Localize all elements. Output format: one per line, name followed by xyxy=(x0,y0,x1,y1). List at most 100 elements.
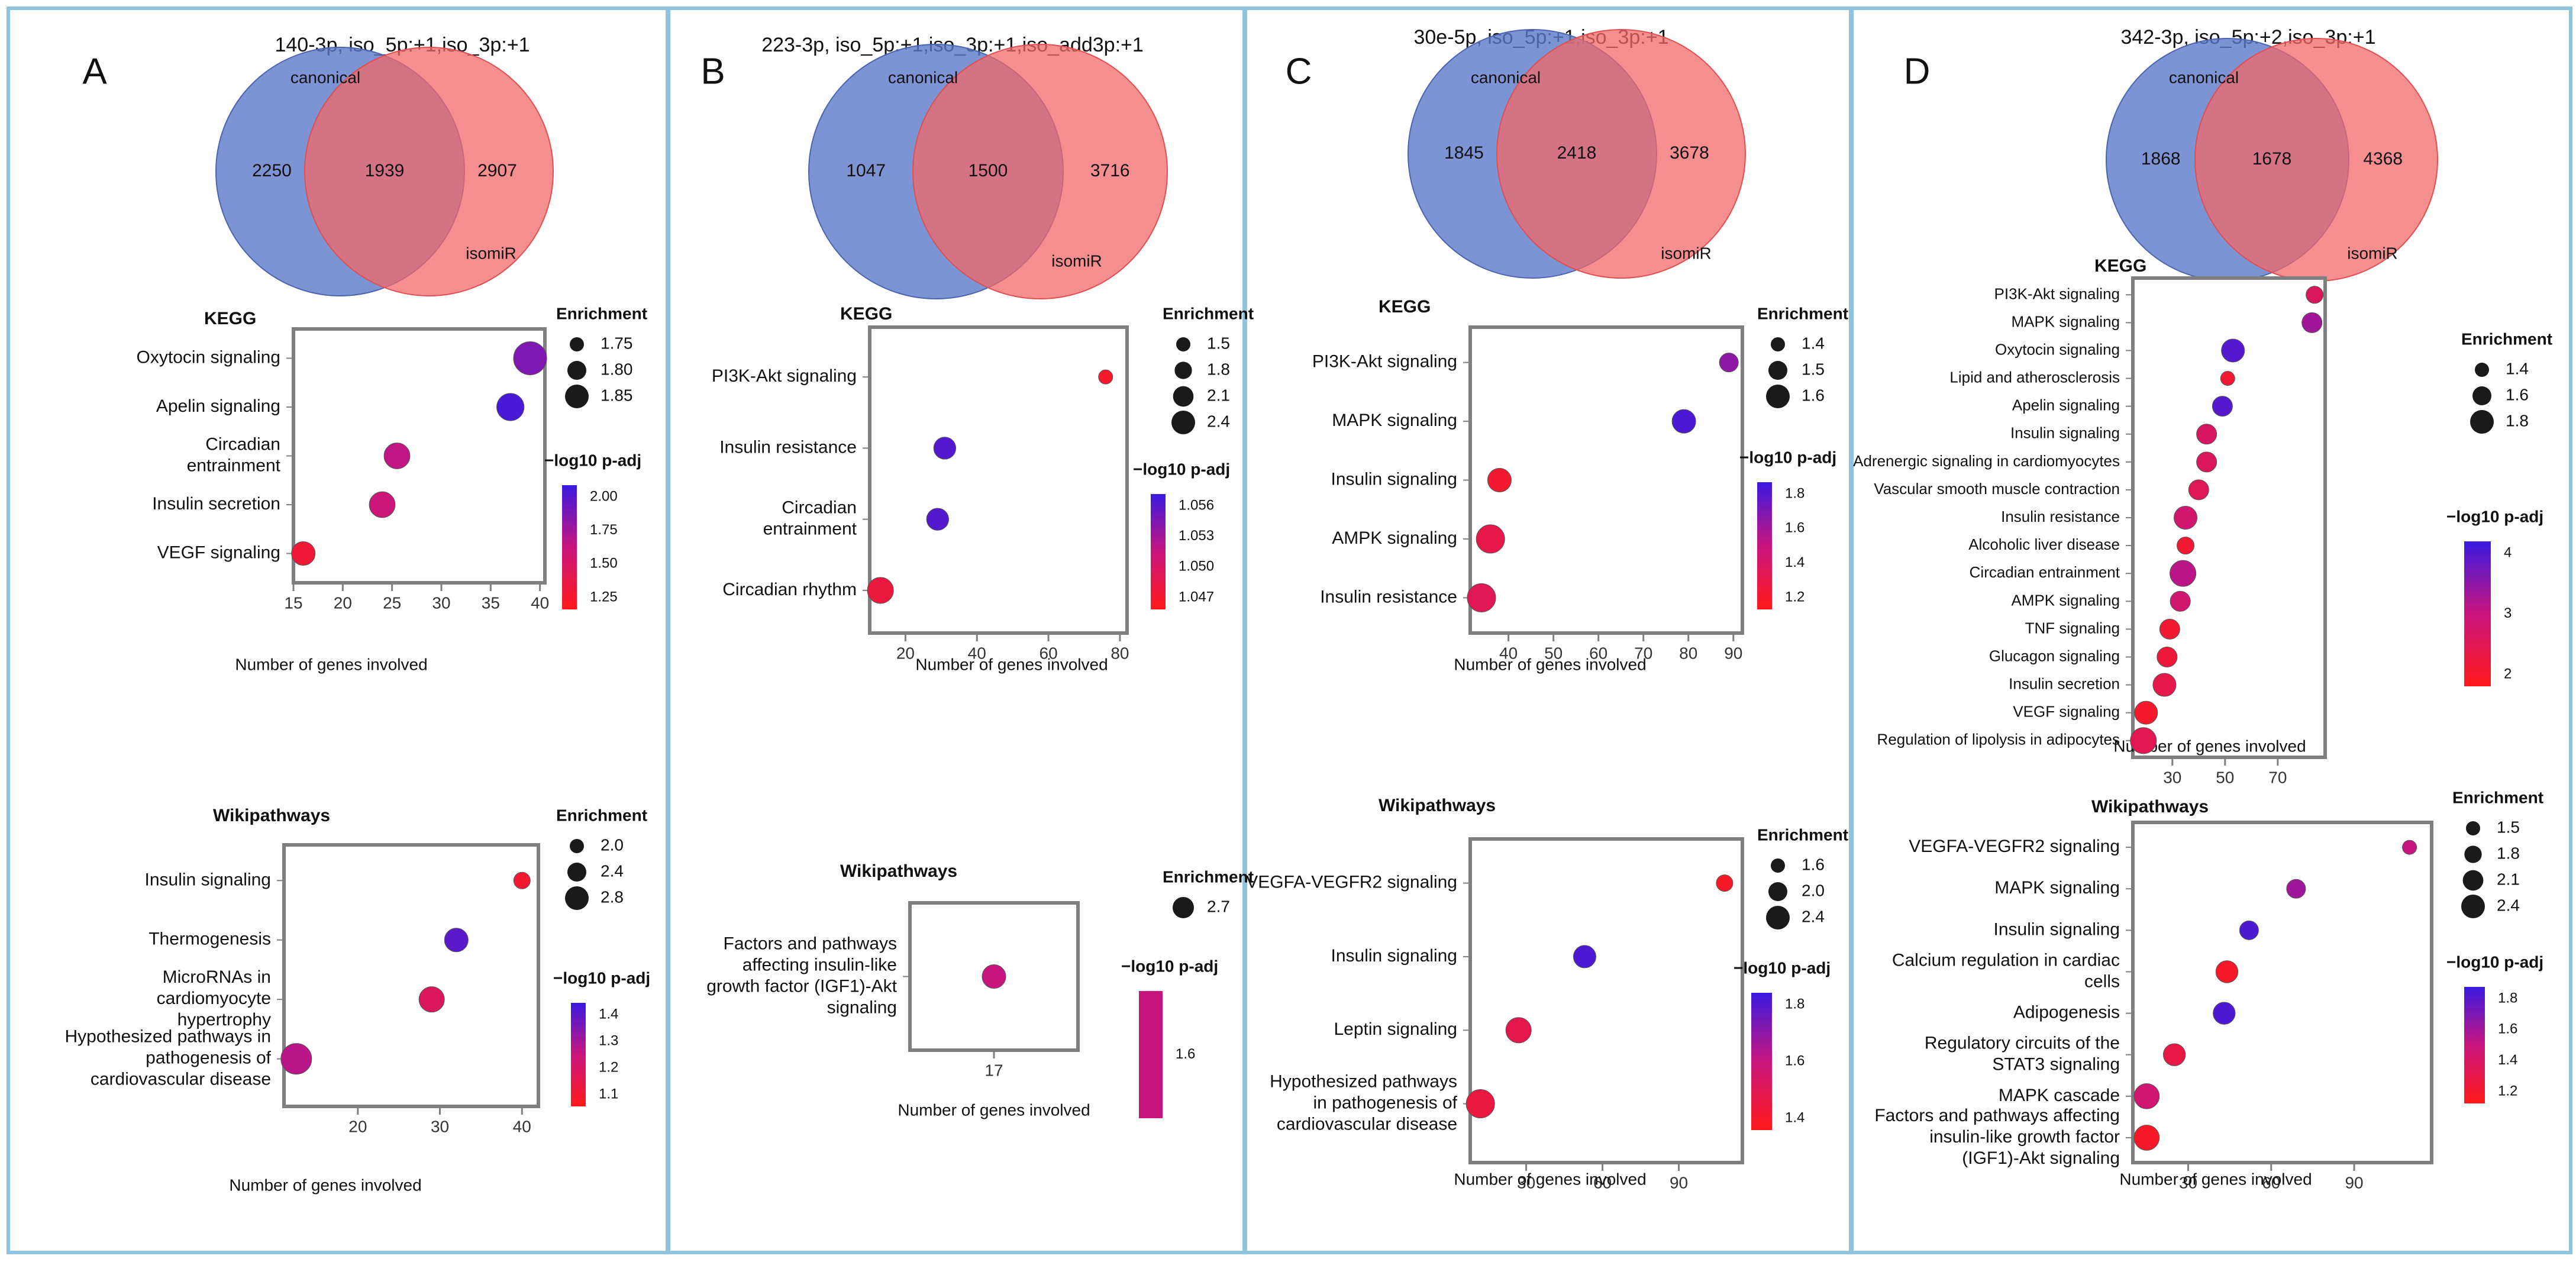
kegg-size-legend-dot xyxy=(1771,337,1785,351)
kegg-section-title: KEGG xyxy=(204,309,256,328)
kegg-pathway-label: Circadian entrainment xyxy=(1970,563,2120,581)
wiki-data-point xyxy=(2239,920,2259,940)
wiki-size-legend-label: 2.7 xyxy=(1207,897,1230,915)
kegg-color-legend-tick: 1.047 xyxy=(1179,589,1214,605)
kegg-pathway-label: AMPK signaling xyxy=(2011,591,2120,609)
wiki-size-legend-dot xyxy=(1173,897,1194,918)
wiki-size-legend-dot xyxy=(2461,895,2485,918)
kegg-data-point xyxy=(291,541,316,566)
kegg-size-legend-dot xyxy=(565,385,589,408)
kegg-data-point xyxy=(2196,424,2217,445)
kegg-color-legend-tick: 1.8 xyxy=(1785,485,1805,501)
kegg-data-point xyxy=(1671,409,1696,434)
kegg-data-point xyxy=(1476,524,1505,554)
kegg-size-legend-dot xyxy=(570,337,584,351)
kegg-color-legend-title: −log10 p-adj xyxy=(1739,448,1836,466)
kegg-data-point xyxy=(2212,396,2233,417)
venn-count-canonical-only: 1047 xyxy=(846,161,886,180)
venn-label-isomir: isomiR xyxy=(2347,244,2398,262)
kegg-pathway-label: Alcoholic liver disease xyxy=(1968,535,2120,553)
kegg-size-legend-title: Enrichment xyxy=(1757,304,1848,322)
kegg-data-point xyxy=(2134,701,2158,725)
kegg-pathway-label: PI3K-Akt signaling xyxy=(712,366,857,386)
kegg-x-tick-label: 15 xyxy=(284,593,302,612)
wiki-x-tick-label: 90 xyxy=(1670,1173,1688,1192)
kegg-plot-frame xyxy=(868,325,1129,635)
kegg-color-legend-bar xyxy=(562,485,577,609)
kegg-size-legend-label: 1.8 xyxy=(1207,360,1230,378)
panel-letter-A: A xyxy=(82,51,107,92)
kegg-data-point xyxy=(2196,451,2217,473)
venn-label-canonical: canonical xyxy=(2169,68,2239,86)
kegg-x-tick-label: 80 xyxy=(1679,644,1697,662)
wiki-pathway-label: MAPK cascade xyxy=(1999,1086,2120,1105)
wiki-section-title: Wikipathways xyxy=(213,806,330,825)
wiki-pathway-label: Adipogenesis xyxy=(2013,1002,2120,1022)
wiki-pathway-label: VEGFA-VEGFR2 signaling xyxy=(1909,837,2120,856)
wiki-x-tick-label: 30 xyxy=(1517,1173,1535,1192)
wiki-data-point xyxy=(2133,1083,2160,1109)
kegg-x-tick-label: 35 xyxy=(482,593,500,612)
kegg-x-tick-label: 50 xyxy=(1544,644,1563,662)
kegg-size-legend-dot xyxy=(1173,386,1194,407)
wiki-size-legend-title: Enrichment xyxy=(1757,825,1848,844)
wiki-size-legend-title: Enrichment xyxy=(1163,867,1254,886)
kegg-x-tick-label: 80 xyxy=(1111,644,1129,662)
wiki-x-tick-label: 40 xyxy=(513,1117,531,1135)
kegg-pathway-label: Insulin signaling xyxy=(1331,469,1457,489)
kegg-section-title: KEGG xyxy=(1379,297,1431,317)
wiki-color-legend-title: −log10 p-adj xyxy=(1734,958,1831,977)
kegg-x-tick-label: 40 xyxy=(968,644,986,662)
venn-label-canonical: canonical xyxy=(888,68,958,86)
venn-count-isomir-only: 4368 xyxy=(2363,149,2403,169)
wiki-pathway-label: Insulin signaling xyxy=(1994,919,2120,939)
kegg-data-point xyxy=(926,508,949,531)
wiki-color-legend-tick: 1.6 xyxy=(1176,1046,1195,1062)
kegg-size-legend-dot xyxy=(2470,410,2494,434)
kegg-color-legend-bar xyxy=(2464,541,2491,686)
kegg-x-tick-label: 50 xyxy=(2216,768,2234,786)
kegg-x-tick-label: 40 xyxy=(531,593,549,612)
kegg-data-point xyxy=(2220,371,2235,386)
venn-isomir-circle xyxy=(304,47,554,296)
kegg-size-legend-label: 1.5 xyxy=(1802,360,1825,378)
wiki-color-legend-tick: 1.4 xyxy=(2498,1052,2517,1068)
kegg-data-point xyxy=(1719,353,1739,373)
venn-count-canonical-only: 1845 xyxy=(1444,143,1484,163)
venn-label-isomir: isomiR xyxy=(1051,251,1102,270)
wiki-color-legend-tick: 1.8 xyxy=(2498,990,2517,1006)
wiki-x-axis-label: Number of genes involved xyxy=(1454,1170,1646,1188)
kegg-data-point xyxy=(1467,583,1496,612)
kegg-data-point xyxy=(2188,479,2209,501)
kegg-size-legend-dot xyxy=(1768,361,1787,380)
kegg-x-axis-label: Number of genes involved xyxy=(1454,655,1646,673)
kegg-size-legend-title: Enrichment xyxy=(2461,330,2552,348)
venn-label-isomir: isomiR xyxy=(466,244,517,262)
venn-count-isomir-only: 2907 xyxy=(477,161,517,180)
kegg-size-legend-label: 1.6 xyxy=(2506,385,2529,404)
kegg-data-point xyxy=(2170,590,2191,612)
kegg-pathway-label: PI3K-Akt signaling xyxy=(1312,352,1457,372)
kegg-size-legend-label: 1.85 xyxy=(601,386,633,404)
kegg-color-legend-tick: 1.053 xyxy=(1179,528,1214,544)
wiki-size-legend-label: 2.8 xyxy=(601,887,624,906)
kegg-data-point xyxy=(513,341,547,375)
panel-letter-D: D xyxy=(1904,51,1931,92)
venn-label-isomir: isomiR xyxy=(1661,244,1712,262)
kegg-pathway-label: Insulin resistance xyxy=(719,437,857,457)
wiki-color-legend-tick: 1.2 xyxy=(599,1059,618,1075)
kegg-size-legend-dot xyxy=(1171,411,1195,434)
wiki-data-point xyxy=(2286,879,2306,899)
kegg-pathway-label: Insulin resistance xyxy=(1320,587,1457,606)
kegg-data-point xyxy=(2306,286,2324,304)
kegg-pathway-label: AMPK signaling xyxy=(1332,528,1457,548)
kegg-pathway-label: Insulin secretion xyxy=(2009,674,2120,692)
venn-label-canonical: canonical xyxy=(1471,68,1541,86)
kegg-size-legend-dot xyxy=(567,361,586,380)
wiki-plot-frame xyxy=(282,843,540,1108)
wiki-size-legend-label: 2.4 xyxy=(1802,907,1825,925)
kegg-size-legend-label: 1.75 xyxy=(601,334,633,352)
